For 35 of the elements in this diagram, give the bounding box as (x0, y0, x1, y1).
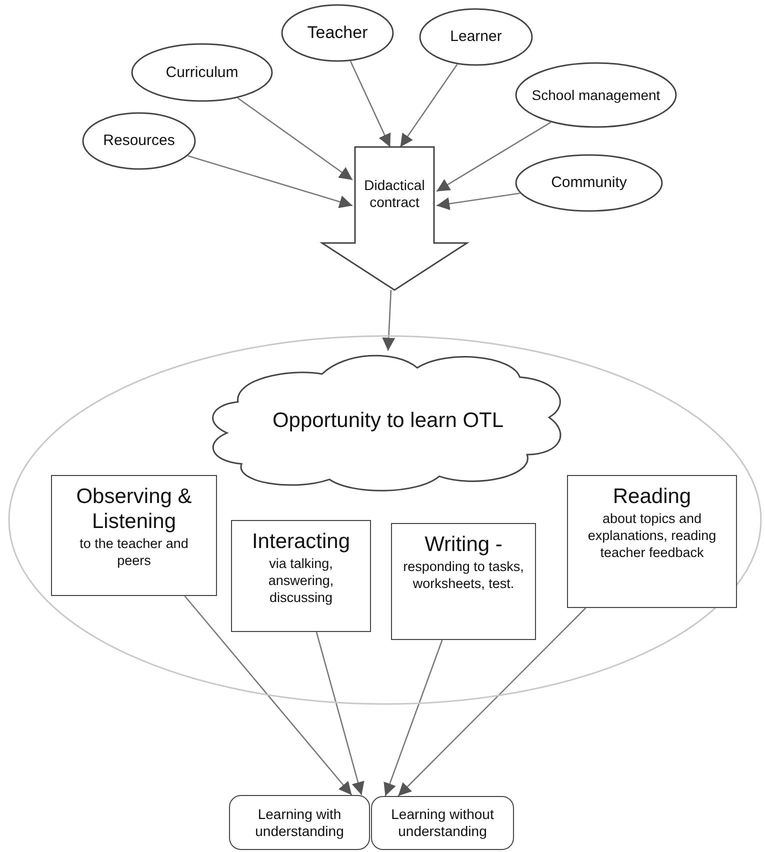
arrow (436, 122, 552, 192)
arrow (436, 192, 520, 210)
box-heading: Interacting (252, 529, 350, 554)
arrow (382, 290, 396, 351)
rounded-box (371, 796, 514, 850)
box-heading: Writing - (424, 532, 502, 558)
box-description: about topics and explanations, reading teacher feedback (586, 511, 718, 562)
node-label: Community (550, 174, 628, 192)
node-label: Learning with understanding (254, 806, 345, 840)
node-label: Resources (102, 132, 176, 150)
arrow (237, 97, 353, 180)
node-label: Learning without understanding (390, 806, 495, 840)
rounded-box (229, 795, 370, 850)
process-box (51, 475, 217, 596)
box-description: via talking, answering, discussing (267, 556, 335, 607)
arrow (184, 596, 352, 796)
process-box (391, 523, 536, 640)
box-description: responding to tasks, worksheets, test. (402, 559, 525, 593)
node-label: Didactical contract (363, 177, 426, 211)
arrow (398, 608, 586, 796)
process-box (567, 475, 737, 608)
node-label: Opportunity to learn OTL (271, 408, 505, 434)
arrow (188, 155, 353, 208)
node-label: Teacher (306, 22, 369, 44)
arrow (316, 632, 364, 796)
arrow (384, 640, 443, 796)
node-label: Curriculum (164, 64, 240, 82)
node-label: Learner (449, 28, 503, 46)
box-heading: Reading (612, 484, 692, 510)
box-description: to the teacher and peers (78, 536, 190, 570)
arrow (350, 60, 391, 148)
arrow (400, 64, 458, 148)
box-heading: Observing & Listening (75, 484, 193, 534)
process-box (231, 520, 371, 632)
node-label: School management (530, 86, 662, 104)
